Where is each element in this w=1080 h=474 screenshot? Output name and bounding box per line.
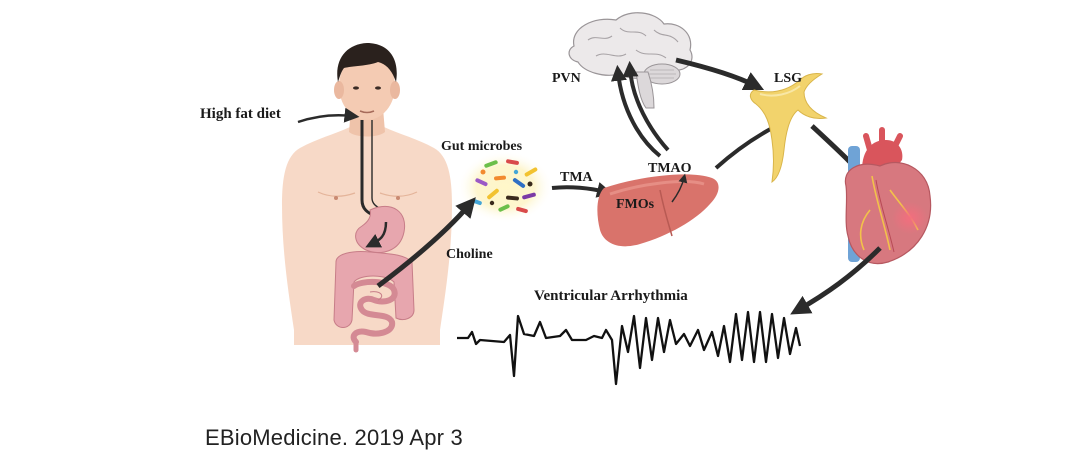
diet-arrow xyxy=(297,107,360,124)
tma-arrow xyxy=(551,182,613,198)
high-fat-diet-label: High fat diet xyxy=(200,106,281,122)
heart-icon xyxy=(844,127,932,265)
choline-label: Choline xyxy=(446,247,493,262)
ecg-trace-icon xyxy=(457,310,802,386)
fmo-arrow xyxy=(671,173,688,203)
brain-icon xyxy=(568,12,693,109)
digestion-arrow xyxy=(365,221,388,248)
brain-to-lsg-arrow xyxy=(675,57,765,91)
choline-arrow xyxy=(376,197,476,288)
fmos-label: FMOs xyxy=(616,197,655,212)
human-body-icon xyxy=(282,43,452,353)
tmao-to-pvn-arrow-2 xyxy=(622,60,670,152)
tmao-to-pvn-arrow xyxy=(610,64,662,158)
pvn-label: PVN xyxy=(552,71,581,86)
bacteria-icon xyxy=(457,151,553,223)
ganglion-icon xyxy=(749,73,828,184)
lsg-label: LSG xyxy=(774,71,802,86)
tma-label: TMA xyxy=(560,170,594,185)
heart-to-ecg-arrow xyxy=(790,246,882,315)
gut-microbes-label: Gut microbes xyxy=(441,139,523,154)
tmao-label: TMAO xyxy=(648,161,692,176)
liver-icon xyxy=(597,174,719,247)
ventricular-arrhythmia-label: Ventricular Arrhythmia xyxy=(534,288,688,304)
citation: EBioMedicine. 2019 Apr 3 xyxy=(205,425,463,450)
